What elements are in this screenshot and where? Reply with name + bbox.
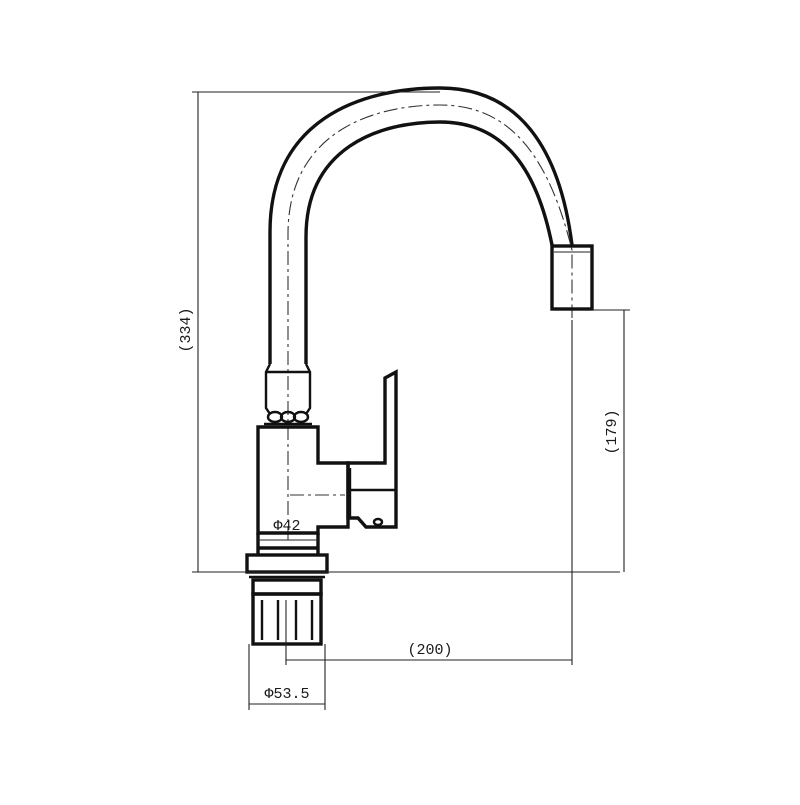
body-diameter-label: Φ42 (273, 518, 300, 535)
dimension-body-diameter: Φ42 (258, 518, 318, 541)
faucet-body (256, 425, 350, 535)
base-flange (245, 553, 329, 574)
lock-nut (251, 592, 323, 646)
spout (268, 86, 574, 540)
body-outline (256, 425, 350, 535)
aerator (550, 244, 594, 311)
spout-reach-label: (200) (407, 642, 452, 659)
spout-outer-outline (268, 86, 574, 364)
lock-nut-top (251, 578, 323, 596)
dimension-height-total: (334) (178, 91, 620, 573)
spout-centerline (287, 104, 573, 540)
height-total-label: (334) (178, 307, 195, 352)
spout-height-label: (179) (604, 409, 621, 454)
base-diameter-label: Φ53.5 (264, 686, 309, 703)
spout-inner-outline (304, 120, 554, 364)
dimension-spout-height: (179) (592, 309, 630, 572)
aerator-body (550, 244, 594, 311)
dimension-spout-reach: (200) (285, 320, 573, 665)
dimension-base-diameter: Φ53.5 (248, 644, 326, 710)
lever-outline[interactable] (346, 369, 398, 529)
mounting-base (245, 533, 329, 646)
swivel-collar (264, 363, 312, 426)
handle-lever[interactable] (346, 369, 398, 529)
